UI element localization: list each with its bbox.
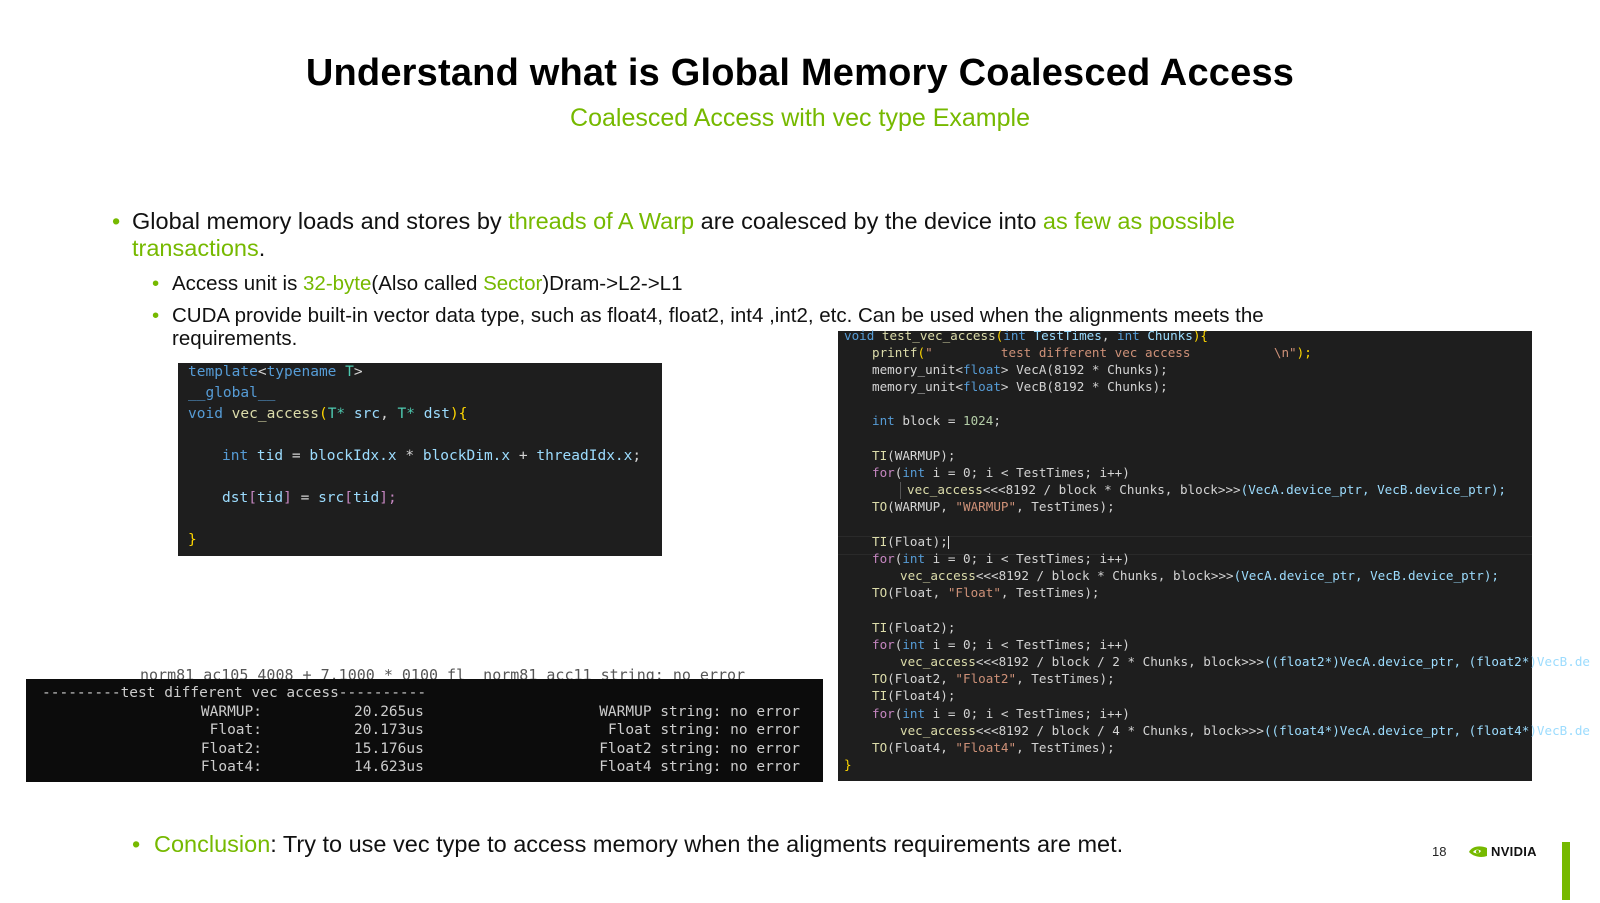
highlight-text: as few as possible bbox=[1042, 208, 1235, 234]
terminal-row-status: Float4 string: no error bbox=[599, 759, 800, 775]
terminal-row-name: WARMUP: bbox=[200, 704, 262, 720]
bullet-text: (Also called bbox=[371, 272, 484, 295]
code-line: vec_access<<<8192 / block / 2 * Chunks, … bbox=[900, 654, 1590, 669]
page-number: 18 bbox=[1432, 844, 1447, 859]
conclusion-text: : Try to use vec type to access memory w… bbox=[270, 831, 1124, 857]
current-line-highlight bbox=[838, 536, 1532, 555]
code-line: __global__ bbox=[188, 385, 276, 401]
code-line: TO(Float4, "Float4", TestTimes); bbox=[872, 740, 1115, 755]
bullet-continuation: requirements. bbox=[172, 327, 298, 350]
terminal-row-time: 14.623us bbox=[354, 759, 424, 775]
code-line: } bbox=[844, 757, 852, 772]
code-line: for(int i = 0; i < TestTimes; i++) bbox=[872, 637, 1130, 652]
nvidia-logo: NVIDIA bbox=[1468, 843, 1537, 859]
code-line: template<typename T> bbox=[188, 364, 363, 380]
bullet-text: CUDA provide built-in vector data type, … bbox=[172, 304, 1264, 327]
code-line: TO(Float2, "Float2", TestTimes); bbox=[872, 671, 1115, 686]
bullet-text: )Dram->L2->L1 bbox=[542, 272, 683, 295]
terminal-output: ---------test different vec access------… bbox=[26, 679, 823, 782]
text-cursor bbox=[947, 536, 949, 549]
conclusion-bullet: • Conclusion: Try to use vec type to acce… bbox=[132, 831, 1123, 858]
bullet-text: . bbox=[258, 235, 266, 261]
highlight-text: transactions bbox=[132, 235, 259, 261]
slide-subtitle: Coalesced Access with vec type Example bbox=[570, 104, 1030, 132]
code-line: printf(" test different vec access \n"); bbox=[872, 345, 1312, 360]
bullet-text: Access unit is bbox=[172, 272, 304, 295]
code-line: TI(Float4); bbox=[872, 688, 956, 703]
kernel-code-snippet: template<typename T> __global__ void vec… bbox=[178, 363, 662, 556]
code-line: void vec_access(T* src, T* dst){ bbox=[188, 406, 468, 422]
code-line: TI(WARMUP); bbox=[872, 448, 956, 463]
terminal-row-time: 20.265us bbox=[354, 704, 424, 720]
code-line: int tid = blockIdx.x * blockDim.x + thre… bbox=[222, 448, 642, 464]
code-line: vec_access<<<8192 / block / 4 * Chunks, … bbox=[900, 723, 1590, 738]
code-line: for(int i = 0; i < TestTimes; i++) bbox=[872, 706, 1130, 721]
sub-bullet-vector-types: • CUDA provide built-in vector data type,… bbox=[152, 304, 1412, 350]
terminal-row-name: Float2: bbox=[200, 741, 262, 757]
terminal-row-time: 20.173us bbox=[354, 722, 424, 738]
bullet-text: are coalesced by the device into bbox=[694, 208, 1043, 234]
highlight-text: threads of A Warp bbox=[508, 208, 695, 234]
highlight-text: Sector bbox=[483, 272, 543, 295]
indent-guide bbox=[900, 482, 901, 499]
bullet-dot-icon: • bbox=[132, 831, 141, 857]
code-line: dst[tid] = src[tid]; bbox=[222, 490, 397, 506]
terminal-ghost-line: norm81_ac105 4008 + 7.1000 * 0100 fl nor… bbox=[140, 666, 746, 684]
bullet-dot-icon: • bbox=[152, 272, 160, 295]
bullet-main: • Global memory loads and stores by threa… bbox=[112, 208, 1352, 262]
terminal-header: ---------test different vec access------… bbox=[42, 685, 427, 701]
code-line: memory_unit<float> VecA(8192 * Chunks); bbox=[872, 362, 1168, 377]
terminal-row-status: Float string: no error bbox=[607, 722, 800, 738]
code-line: int block = 1024; bbox=[872, 413, 1001, 428]
bullet-dot-icon: • bbox=[112, 208, 121, 234]
code-line: TI(Float2); bbox=[872, 620, 956, 635]
terminal-row-status: WARMUP string: no error bbox=[599, 704, 800, 720]
terminal-row-name: Float4: bbox=[200, 759, 262, 775]
code-line: for(int i = 0; i < TestTimes; i++) bbox=[872, 465, 1130, 480]
code-line: void test_vec_access(int TestTimes, int … bbox=[844, 328, 1209, 343]
terminal-row-name: Float: bbox=[209, 722, 262, 738]
sub-bullet-access-unit: • Access unit is 32-byte(Also called Sect… bbox=[152, 272, 682, 295]
code-line: vec_access<<<8192 / block * Chunks, bloc… bbox=[900, 568, 1499, 583]
terminal-row-status: Float2 string: no error bbox=[599, 741, 800, 757]
code-line: TO(Float, "Float", TestTimes); bbox=[872, 585, 1100, 600]
code-line: TI(Float); bbox=[872, 534, 949, 549]
code-line: TO(WARMUP, "WARMUP", TestTimes); bbox=[872, 499, 1115, 514]
bullet-text: Global memory loads and stores by bbox=[132, 208, 509, 234]
terminal-row-time: 15.176us bbox=[354, 741, 424, 757]
code-line: for(int i = 0; i < TestTimes; i++) bbox=[872, 551, 1130, 566]
code-line: memory_unit<float> VecB(8192 * Chunks); bbox=[872, 379, 1168, 394]
highlight-text: 32-byte bbox=[303, 272, 372, 295]
slide-title: Understand what is Global Memory Coalesc… bbox=[305, 52, 1295, 94]
nvidia-eye-icon bbox=[1469, 845, 1487, 857]
code-line: } bbox=[188, 532, 197, 548]
bullet-continuation: transactions. bbox=[112, 235, 1352, 262]
bullet-dot-icon: • bbox=[152, 304, 160, 327]
test-harness-code-snippet: void test_vec_access(int TestTimes, int … bbox=[838, 328, 1590, 781]
accent-bar bbox=[1562, 842, 1570, 900]
conclusion-label: Conclusion bbox=[154, 831, 271, 857]
code-line: vec_access<<<8192 / block * Chunks, bloc… bbox=[907, 482, 1506, 497]
logo-text: NVIDIA bbox=[1491, 843, 1537, 859]
